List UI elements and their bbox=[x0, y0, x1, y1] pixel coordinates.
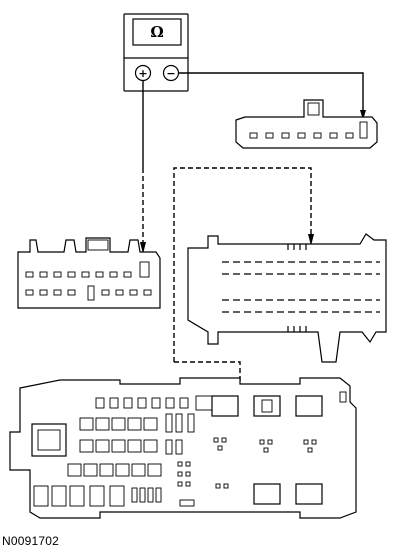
probe-tip-icon bbox=[140, 242, 146, 254]
meter-display bbox=[132, 18, 182, 46]
test-leads bbox=[140, 72, 366, 254]
connector-large-right bbox=[187, 233, 387, 363]
ohmmeter: Ω + − bbox=[123, 13, 189, 92]
connector-top-right bbox=[235, 99, 378, 149]
negative-terminal-label: − bbox=[166, 67, 175, 80]
probe-tip-icon bbox=[308, 234, 314, 246]
dashed-circuit-upper bbox=[173, 167, 312, 362]
positive-terminal-label: + bbox=[138, 67, 147, 80]
ohm-symbol: Ω bbox=[150, 23, 163, 41]
figure-reference: N0091702 bbox=[2, 534, 59, 548]
negative-lead bbox=[178, 72, 364, 112]
fuse-box bbox=[9, 377, 357, 519]
probe-tip-icon bbox=[360, 110, 366, 120]
connector-left bbox=[17, 237, 161, 309]
